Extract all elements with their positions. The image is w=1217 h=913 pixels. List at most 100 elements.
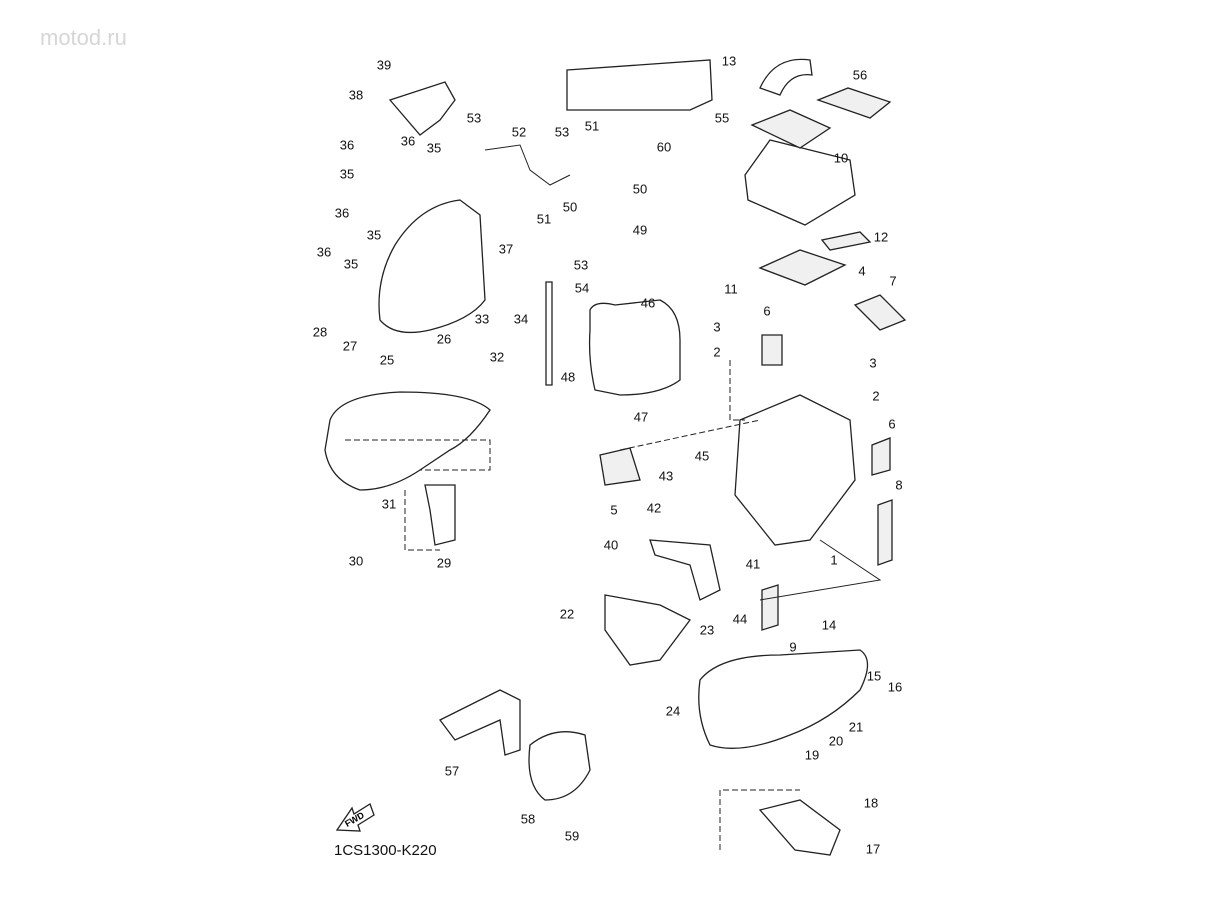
bracket-57 — [439, 689, 521, 756]
part-number-label: 31 — [382, 496, 396, 511]
part-number-label: 27 — [343, 338, 357, 353]
part-number-label: 36 — [335, 205, 349, 220]
air-duct — [378, 199, 486, 334]
part-number-label: 28 — [313, 324, 327, 339]
pad-5 — [599, 447, 641, 486]
guide-line — [719, 789, 800, 850]
part-number-label: 11 — [724, 281, 738, 296]
side-cover-right — [698, 649, 869, 749]
part-number-label: 43 — [659, 468, 673, 483]
part-number-label: 36 — [401, 133, 415, 148]
part-number-label: 49 — [633, 222, 647, 237]
side-cover-left — [324, 391, 491, 491]
hose-52 — [484, 144, 571, 186]
part-number-label: 6 — [763, 303, 770, 318]
part-number-label: 50 — [563, 199, 577, 214]
part-number-label: 24 — [666, 703, 680, 718]
part-number-label: 52 — [512, 124, 526, 139]
plate-55 — [750, 109, 832, 149]
part-number-label: 23 — [700, 622, 714, 637]
part-number-label: 35 — [344, 256, 358, 271]
part-number-label: 34 — [514, 311, 528, 326]
bracket-40 — [649, 539, 721, 601]
part-number-label: 21 — [849, 719, 863, 734]
part-number-label: 6 — [888, 416, 895, 431]
part-number-label: 58 — [521, 811, 535, 826]
part-number-label: 3 — [713, 319, 720, 334]
part-number-label: 17 — [866, 841, 880, 856]
part-number-label: 36 — [317, 244, 331, 259]
plate-56 — [816, 87, 892, 119]
part-number-label: 48 — [561, 369, 575, 384]
pad-8 — [877, 499, 893, 566]
part-number-label: 1 — [830, 552, 837, 567]
pad-6b — [871, 437, 891, 476]
tray-10 — [744, 139, 856, 226]
part-number-label: 44 — [733, 611, 747, 626]
part-number-label: 8 — [895, 477, 902, 492]
bracket-22 — [604, 594, 691, 666]
watermark-text: motod.ru — [40, 25, 127, 50]
part-number-label: 57 — [445, 763, 459, 778]
part-number-label: 14 — [822, 617, 836, 632]
part-number-label: 59 — [565, 828, 579, 843]
guide-line — [345, 439, 491, 471]
part-number-label: 29 — [437, 555, 451, 570]
bracket-29 — [424, 484, 456, 546]
part-number-label: 2 — [713, 344, 720, 359]
part-number-label: 13 — [722, 53, 736, 68]
part-number-label: 30 — [349, 553, 363, 568]
part-number-label: 36 — [340, 137, 354, 152]
part-number-label: 53 — [574, 257, 588, 272]
part-number-label: 53 — [555, 124, 569, 139]
tank-46 — [588, 299, 681, 396]
part-number-label: 41 — [746, 556, 760, 571]
part-number-label: 9 — [789, 639, 796, 654]
pad-6a — [761, 334, 783, 366]
hose-54 — [545, 281, 553, 386]
part-number-label: 19 — [805, 747, 819, 762]
diagram-code: 1CS1300-K220 — [334, 842, 437, 859]
part-number-label: 12 — [874, 229, 888, 244]
part-number-label: 37 — [499, 241, 513, 256]
plate-60 — [566, 59, 713, 111]
part-number-label: 35 — [367, 227, 381, 242]
part-number-label: 46 — [641, 295, 655, 310]
part-number-label: 56 — [853, 67, 867, 82]
part-number-label: 18 — [864, 795, 878, 810]
part-number-label: 4 — [858, 263, 865, 278]
part-number-label: 33 — [475, 311, 489, 326]
part-number-label: 50 — [633, 181, 647, 196]
band-13 — [759, 58, 813, 96]
part-number-label: 5 — [610, 502, 617, 517]
pad-12 — [820, 231, 872, 251]
part-number-label: 39 — [377, 57, 391, 72]
part-number-label: 40 — [604, 537, 618, 552]
part-number-label: 25 — [380, 352, 394, 367]
pad-9 — [761, 584, 779, 631]
battery-case-1 — [734, 394, 856, 546]
pad-4 — [758, 249, 847, 286]
part-number-label: 26 — [437, 331, 451, 346]
guide-line — [729, 360, 745, 421]
part-number-label: 22 — [560, 606, 574, 621]
part-number-label: 20 — [829, 733, 843, 748]
part-number-label: 51 — [585, 118, 599, 133]
part-number-label: 10 — [834, 150, 848, 165]
part-number-label: 42 — [647, 500, 661, 515]
part-number-label: 54 — [575, 280, 589, 295]
part-number-label: 7 — [889, 273, 896, 288]
guide-line — [619, 419, 761, 451]
fwd-arrow-icon: FWD — [335, 803, 375, 832]
bracket-38 — [388, 81, 456, 136]
part-number-label: 2 — [872, 388, 879, 403]
guide-line — [759, 539, 882, 601]
part-number-label: 47 — [634, 409, 648, 424]
part-number-label: 35 — [427, 140, 441, 155]
part-number-label: 53 — [467, 110, 481, 125]
part-number-label: 35 — [340, 166, 354, 181]
